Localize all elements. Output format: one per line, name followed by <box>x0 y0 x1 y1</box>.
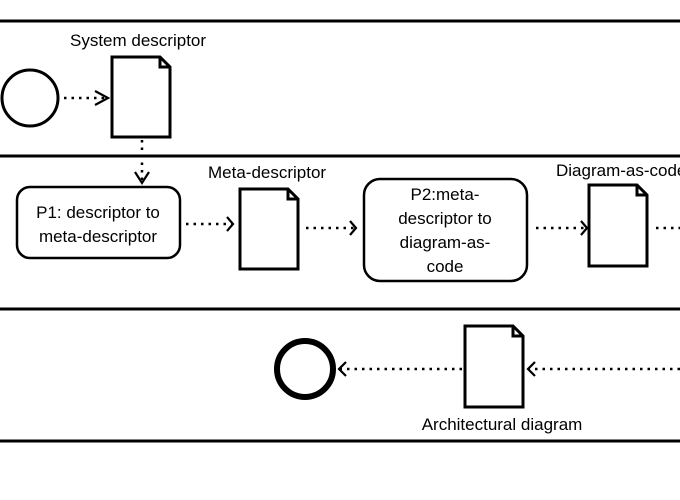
task-p1-line-1: P1: descriptor to <box>36 203 160 222</box>
architectural-diagram-document-icon <box>463 324 525 409</box>
arrowhead-icon <box>580 220 589 236</box>
diagram-as-code-label: Diagram-as-code <box>556 161 680 180</box>
arrowhead-icon <box>134 171 150 186</box>
task-p1 <box>15 185 182 260</box>
architectural-diagram-label: Architectural diagram <box>422 415 583 434</box>
arrowhead-icon <box>337 361 347 377</box>
meta-descriptor-label: Meta-descriptor <box>208 163 326 182</box>
system-descriptor-document-icon <box>110 55 172 139</box>
arrowhead-icon <box>349 220 358 236</box>
task-p2-line-4: code <box>427 257 464 276</box>
end-event <box>274 338 336 400</box>
task-p2-line-2: descriptor to <box>398 209 492 228</box>
diagram-as-code-document-icon <box>587 183 649 268</box>
meta-descriptor-document-icon <box>238 187 300 271</box>
task-p2-line-1: P2:meta- <box>411 185 480 204</box>
arrowhead-icon <box>526 361 536 377</box>
task-p1-line-2: meta-descriptor <box>39 227 157 246</box>
system-descriptor-label: System descriptor <box>70 31 206 50</box>
start-event <box>0 68 60 128</box>
arrowhead-icon <box>226 216 235 232</box>
task-p2-line-3: diagram-as- <box>400 233 491 252</box>
task-p2 <box>362 177 529 283</box>
arrowhead-icon <box>94 90 111 106</box>
